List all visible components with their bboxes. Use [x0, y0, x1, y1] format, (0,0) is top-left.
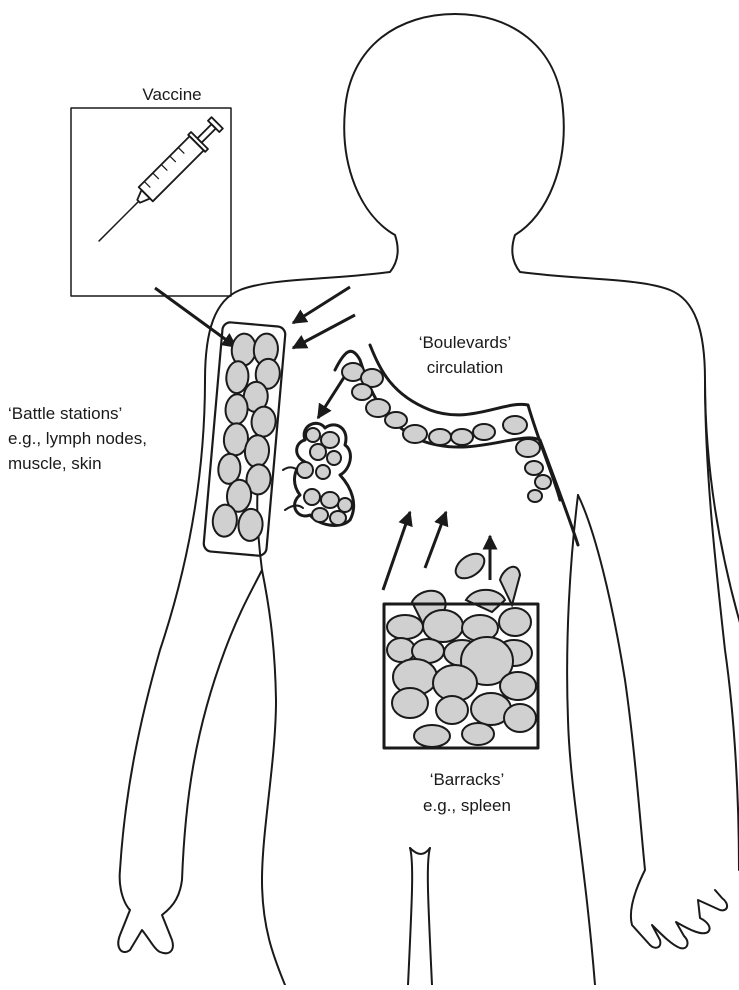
vaccine-label: Vaccine	[142, 85, 201, 104]
battle-stations-example-2: muscle, skin	[8, 454, 102, 473]
lymph-node	[283, 423, 354, 525]
body-outline	[118, 14, 739, 985]
syringe-icon	[91, 114, 226, 249]
battle-stations-title: ‘Battle stations’	[8, 404, 122, 423]
boulevards-example: circulation	[427, 358, 504, 377]
arrow-up-1	[383, 512, 410, 590]
arrow-vaccine-to-station	[155, 288, 236, 347]
battle-station-box	[203, 322, 286, 557]
barracks-example: e.g., spleen	[423, 796, 511, 815]
battle-stations-example-1: e.g., lymph nodes,	[8, 429, 147, 448]
boulevards-title: ‘Boulevards’	[419, 333, 512, 352]
barracks-title: ‘Barracks’	[430, 770, 505, 789]
arrow-in-2	[293, 315, 355, 348]
arrow-in-1	[293, 287, 350, 323]
barracks-box	[384, 549, 538, 748]
arrow-up-2	[425, 512, 446, 568]
